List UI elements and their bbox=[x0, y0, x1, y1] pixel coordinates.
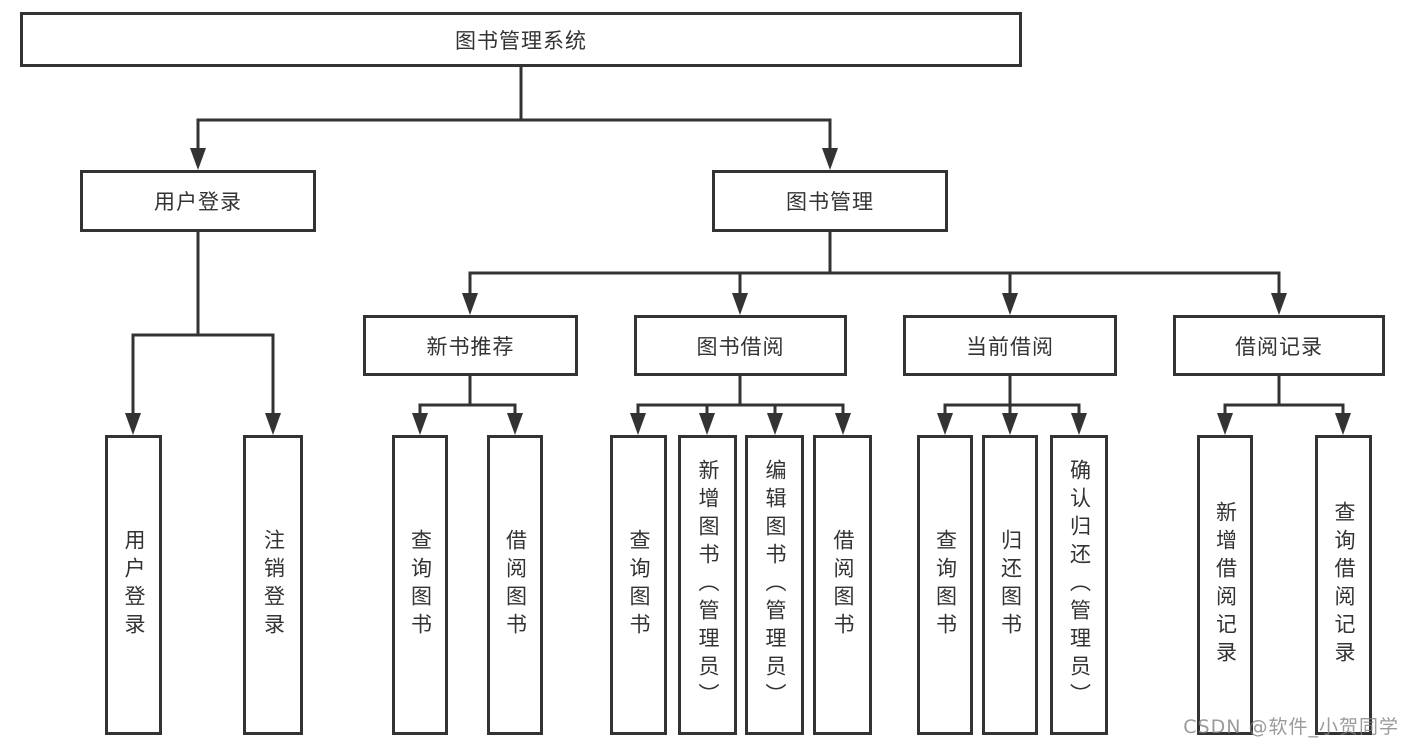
node-label: 借阅图书 bbox=[503, 529, 528, 641]
arrowhead-icon bbox=[1271, 293, 1287, 315]
arrowhead-icon bbox=[125, 413, 141, 435]
node-label: 编辑图书（管理员） bbox=[763, 459, 787, 711]
node-book-borrow: 图书借阅 bbox=[634, 315, 847, 376]
connector-borrow-records bbox=[1217, 376, 1351, 435]
leaf-confirm-return-admin: 确认归还（管理员） bbox=[1050, 435, 1108, 735]
arrowhead-icon bbox=[190, 148, 206, 170]
connector-user-login bbox=[125, 232, 281, 435]
arrowhead-icon bbox=[1071, 413, 1087, 435]
leaf-borrow-query-book: 查询图书 bbox=[610, 435, 667, 735]
leaf-edit-book-admin: 编辑图书（管理员） bbox=[745, 435, 804, 735]
node-label: 图书借阅 bbox=[696, 334, 785, 359]
connector-current-borrow bbox=[937, 376, 1087, 435]
leaf-add-borrow-record: 新增借阅记录 bbox=[1197, 435, 1253, 735]
node-label: 查询图书 bbox=[627, 529, 651, 641]
arrowhead-icon bbox=[1217, 413, 1233, 435]
node-label: 新增图书（管理员） bbox=[696, 459, 720, 711]
arrowhead-icon bbox=[767, 413, 783, 435]
node-label: 新增借阅记录 bbox=[1213, 501, 1238, 669]
connector-root bbox=[190, 67, 838, 170]
node-label: 确认归还（管理员） bbox=[1067, 459, 1092, 711]
connector-book-management bbox=[462, 232, 1287, 315]
node-current-borrow: 当前借阅 bbox=[903, 315, 1117, 376]
node-label: 归还图书 bbox=[998, 529, 1023, 641]
arrowhead-icon bbox=[835, 413, 851, 435]
arrowhead-icon bbox=[507, 413, 523, 435]
arrowhead-icon bbox=[937, 413, 953, 435]
arrowhead-icon bbox=[1002, 413, 1018, 435]
node-label: 借阅图书 bbox=[831, 529, 855, 641]
node-label: 当前借阅 bbox=[966, 334, 1054, 359]
arrowhead-icon bbox=[630, 413, 646, 435]
node-library-system: 图书管理系统 bbox=[20, 12, 1022, 67]
node-label: 查询借阅记录 bbox=[1332, 501, 1356, 669]
arrowhead-icon bbox=[265, 413, 281, 435]
node-label: 查询图书 bbox=[933, 529, 958, 641]
arrowhead-icon bbox=[1335, 413, 1351, 435]
node-label: 新书推荐 bbox=[426, 334, 515, 359]
arrowhead-icon bbox=[699, 413, 715, 435]
leaf-recommend-borrow-book: 借阅图书 bbox=[487, 435, 543, 735]
arrowhead-icon bbox=[1002, 293, 1018, 315]
node-label: 用户登录 bbox=[154, 190, 242, 214]
watermark: CSDN @软件_小贺同学 bbox=[1183, 716, 1399, 738]
node-new-book-recommend: 新书推荐 bbox=[363, 315, 578, 376]
connector-new-book bbox=[412, 376, 523, 435]
leaf-borrow-book: 借阅图书 bbox=[813, 435, 872, 735]
node-label: 借阅记录 bbox=[1235, 334, 1323, 359]
leaf-add-book-admin: 新增图书（管理员） bbox=[678, 435, 737, 735]
node-label: 查询图书 bbox=[408, 529, 433, 641]
arrowhead-icon bbox=[412, 413, 428, 435]
node-label: 图书管理 bbox=[786, 190, 874, 214]
node-label: 用户登录 bbox=[122, 529, 146, 641]
leaf-query-borrow-record: 查询借阅记录 bbox=[1315, 435, 1372, 735]
leaf-recommend-query-book: 查询图书 bbox=[392, 435, 448, 735]
leaf-logout: 注销登录 bbox=[243, 435, 303, 735]
node-label: 图书管理系统 bbox=[455, 28, 587, 53]
leaf-return-book: 归还图书 bbox=[982, 435, 1038, 735]
node-book-management: 图书管理 bbox=[712, 170, 948, 232]
arrowhead-icon bbox=[462, 293, 478, 315]
node-borrow-records: 借阅记录 bbox=[1173, 315, 1385, 376]
leaf-current-query-book: 查询图书 bbox=[917, 435, 973, 735]
node-user-login: 用户登录 bbox=[80, 170, 316, 232]
leaf-user-login: 用户登录 bbox=[105, 435, 162, 735]
connector-book-borrow bbox=[630, 376, 851, 435]
node-label: 注销登录 bbox=[261, 529, 286, 641]
arrowhead-icon bbox=[732, 293, 748, 315]
arrowhead-icon bbox=[822, 148, 838, 170]
